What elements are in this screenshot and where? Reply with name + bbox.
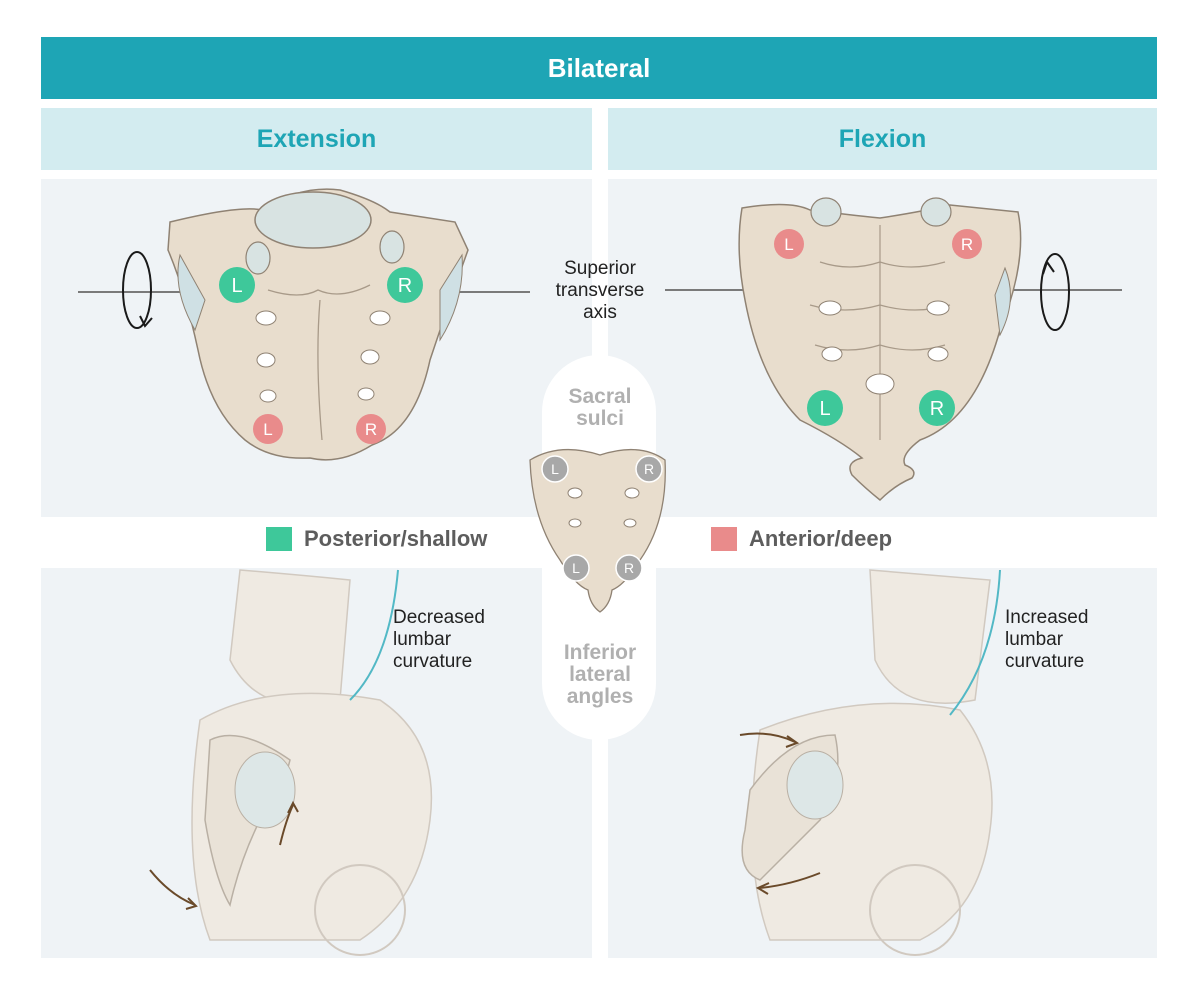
marker-label: R	[930, 398, 944, 420]
ila-line-1: Inferior	[563, 641, 637, 664]
marker-label: L	[231, 275, 242, 297]
anterior-legend-label: Anterior/deep	[749, 526, 893, 551]
flexion-marker-left-posterior: L	[807, 390, 843, 426]
decreased-line-2: lumbar	[393, 629, 452, 650]
center-marker-left-top: L	[541, 455, 569, 483]
increased-line-1: Increased	[1005, 607, 1089, 628]
superior-transverse-axis-label: Superior transverse axis	[540, 258, 660, 324]
sacral-sulci-line-2: sulci	[576, 407, 624, 430]
flexion-header: Flexion	[608, 108, 1157, 170]
extension-rotation-arrow-icon	[122, 251, 153, 329]
legend-posterior: Posterior/shallow	[266, 526, 487, 552]
increased-line-2: lumbar	[1005, 629, 1064, 650]
flexion-marker-right-posterior: R	[919, 390, 955, 426]
posterior-swatch	[266, 527, 292, 551]
center-marker-right-top: R	[635, 455, 663, 483]
axis-label-line-3: axis	[583, 302, 617, 323]
marker-label: L	[819, 398, 830, 420]
extension-pelvis-illustration	[191, 569, 433, 956]
extension-marker-left-anterior: L	[253, 414, 283, 444]
flexion-sacrum	[738, 197, 1022, 502]
axis-label-line-1: Superior	[564, 258, 636, 279]
extension-marker-right-posterior: R	[387, 267, 423, 303]
flexion-marker-right-anterior: R	[952, 229, 982, 259]
ila-line-3: angles	[566, 685, 634, 708]
decreased-line-3: curvature	[393, 651, 473, 672]
inferior-lateral-angles-label: Inferior lateral angles	[545, 642, 655, 708]
flexion-marker-left-anterior: L	[774, 229, 804, 259]
anterior-swatch	[711, 527, 737, 551]
marker-label: L	[572, 560, 580, 576]
decreased-line-1: Decreased	[393, 607, 485, 628]
legend-anterior: Anterior/deep	[711, 526, 892, 552]
bilateral-banner: Bilateral	[41, 37, 1157, 99]
center-marker-right-bottom: R	[615, 554, 643, 582]
extension-movement-arrows-icon	[149, 800, 299, 910]
marker-label: R	[624, 560, 634, 576]
sacral-sulci-label: Sacral sulci	[545, 386, 655, 430]
center-marker-left-bottom: L	[562, 554, 590, 582]
flexion-pelvis-illustration	[741, 569, 1001, 956]
increased-curvature-label: Increased lumbar curvature	[1005, 607, 1088, 673]
extension-marker-right-anterior: R	[356, 414, 386, 444]
extension-sacrum	[167, 188, 469, 461]
marker-label: L	[551, 461, 559, 477]
marker-label: R	[961, 235, 973, 254]
extension-marker-left-posterior: L	[219, 267, 255, 303]
ila-line-2: lateral	[569, 663, 631, 686]
extension-header: Extension	[41, 108, 592, 170]
marker-label: R	[644, 461, 654, 477]
flexion-movement-arrows-icon	[739, 732, 821, 895]
axis-label-line-2: transverse	[555, 280, 645, 301]
flexion-title: Flexion	[838, 124, 927, 153]
sacral-sulci-line-1: Sacral	[568, 385, 632, 408]
decreased-curvature-label: Decreased lumbar curvature	[393, 607, 485, 673]
extension-title: Extension	[256, 124, 377, 153]
banner-title: Bilateral	[547, 52, 651, 83]
increased-line-3: curvature	[1005, 651, 1085, 672]
marker-label: R	[398, 275, 412, 297]
marker-label: L	[784, 235, 793, 254]
flexion-rotation-arrow-icon	[1040, 253, 1070, 331]
marker-label: L	[263, 420, 272, 439]
marker-label: R	[365, 420, 377, 439]
posterior-legend-label: Posterior/shallow	[304, 526, 488, 551]
